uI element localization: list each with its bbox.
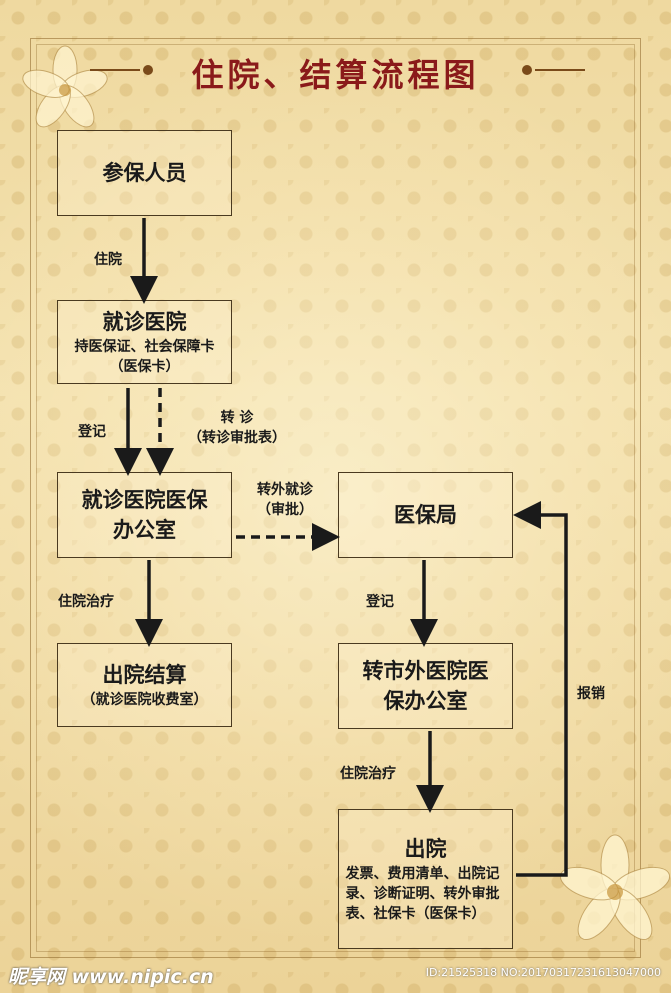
decorative-frame-inner [36,44,635,952]
label-transfer: 转 诊 （转诊审批表） [172,408,302,448]
label-outside-sub: （审批） [257,502,313,518]
label-transfer-main: 转 诊 [220,410,254,426]
label-outside-main: 转外就诊 [257,482,313,498]
node-discharge-sub: （就诊医院收费室） [81,692,208,708]
node-hospital: 就诊医院 持医保证、社会保障卡（医保卡） [57,300,232,384]
label-transfer-sub: （转诊审批表） [188,430,286,446]
page-title: 住院、结算流程图 [191,56,480,94]
arrow-reimburse [513,501,568,877]
label-treatment2: 住院治疗 [340,766,396,782]
node-hospital-office-label: 就诊医院医保办公室 [81,488,208,542]
flower-ornament-top-left [22,45,108,128]
label-register1: 登记 [78,424,106,440]
node-insurance-bureau: 医保局 [338,472,513,558]
title-ornament-right [522,65,585,75]
node-transfer-office-label: 转市外医院医保办公室 [362,659,489,713]
watermark-logo: 昵享网 www.nipic.cn [8,966,214,988]
decorative-frame [30,38,641,958]
label-reimburse: 报销 [577,686,605,702]
node-transfer-office: 转市外医院医保办公室 [338,643,513,729]
label-register2: 登记 [366,594,394,610]
flower-ornament-bottom-right [559,834,671,940]
node-leave-title: 出院 [404,837,447,861]
label-outside: 转外就诊 （审批） [240,480,330,520]
node-discharge-title: 出院结算 [102,663,187,687]
node-leave-sub: 发票、费用清单、出院记录、诊断证明、转外审批表、社保卡（医保卡） [345,866,500,922]
label-admit: 住院 [94,252,122,268]
node-hospital-office: 就诊医院医保办公室 [57,472,232,558]
node-discharge-settlement: 出院结算 （就诊医院收费室） [57,643,232,727]
node-insured: 参保人员 [57,130,232,216]
node-hospital-sub: 持医保证、社会保障卡（医保卡） [74,339,215,375]
label-treatment1: 住院治疗 [58,594,114,610]
node-bureau-label: 医保局 [394,503,457,527]
node-leave-hospital: 出院 发票、费用清单、出院记录、诊断证明、转外审批表、社保卡（医保卡） [338,809,513,949]
node-insured-label: 参保人员 [102,161,187,185]
node-hospital-title: 就诊医院 [102,310,187,334]
watermark-id: ID:21525318 NO:20170317231613047000 [425,966,661,979]
title-ornament-left [90,65,153,75]
